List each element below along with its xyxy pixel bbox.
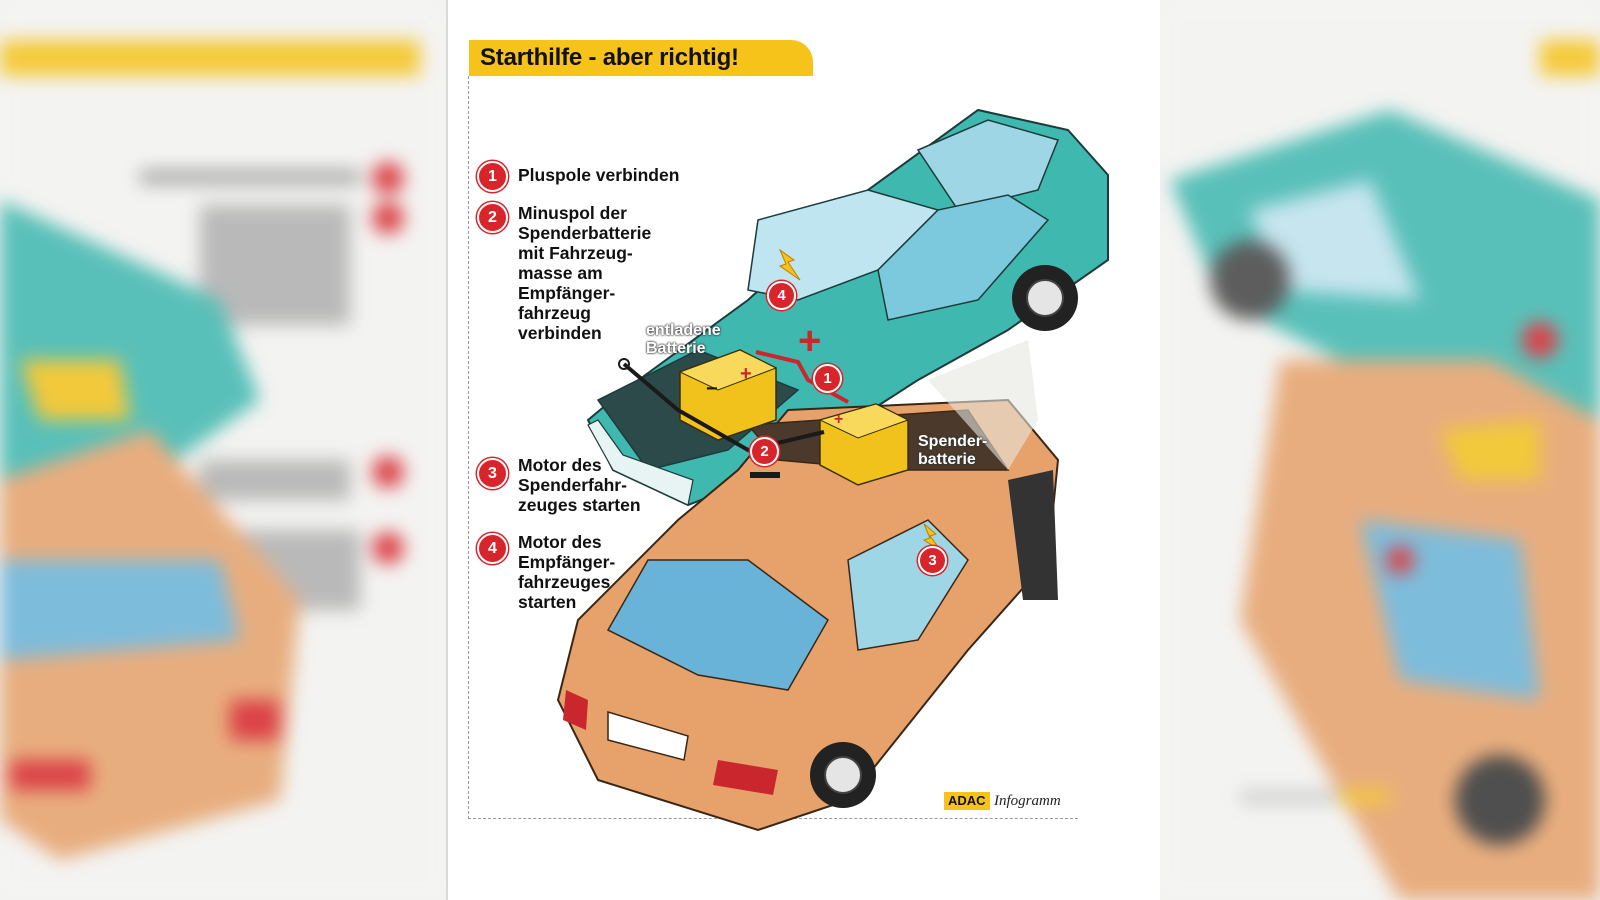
callout-4-badge: 4 — [767, 281, 796, 310]
callout-3-badge: 3 — [918, 546, 947, 575]
step-2-text: Minuspol der Spenderbatterie mit Fahrzeu… — [518, 203, 652, 343]
svg-text:+: + — [798, 319, 821, 363]
step-2-badge: 2 — [477, 202, 508, 233]
step-4-text: Motor des Empfänger- fahrzeuges starten — [518, 532, 616, 612]
callout-1-badge: 1 — [813, 364, 842, 393]
discharged-battery-label: entladene Batterie — [646, 322, 721, 357]
discharged-battery: + − — [678, 349, 778, 441]
blurred-background-right — [1160, 0, 1600, 900]
negative-cable — [622, 362, 825, 453]
callout-2-badge: 2 — [750, 437, 779, 466]
step-3-badge: 3 — [477, 458, 508, 489]
donor-battery: + — [818, 403, 910, 486]
panel-divider — [446, 0, 449, 900]
step-3-text: Motor des Spenderfahr- zeuges starten — [518, 455, 641, 515]
svg-text:+: + — [834, 411, 843, 428]
adac-logo: ADAC — [944, 792, 990, 810]
svg-text:+: + — [740, 363, 752, 385]
svg-text:−: − — [706, 378, 718, 400]
blurred-background-left — [0, 0, 448, 900]
step-1-text: Pluspole verbinden — [518, 165, 680, 185]
step-1-badge: 1 — [477, 161, 508, 192]
infographic-title: Starthilfe - aber richtig! — [480, 44, 739, 71]
donor-battery-label: Spender- batterie — [918, 433, 988, 468]
donor-car — [556, 340, 1060, 832]
title-banner — [469, 40, 813, 76]
step-4-badge: 4 — [477, 533, 508, 564]
jump-start-illustration: + − + + — [556, 108, 1109, 832]
infogramm-label: Infogramm — [994, 793, 1061, 809]
